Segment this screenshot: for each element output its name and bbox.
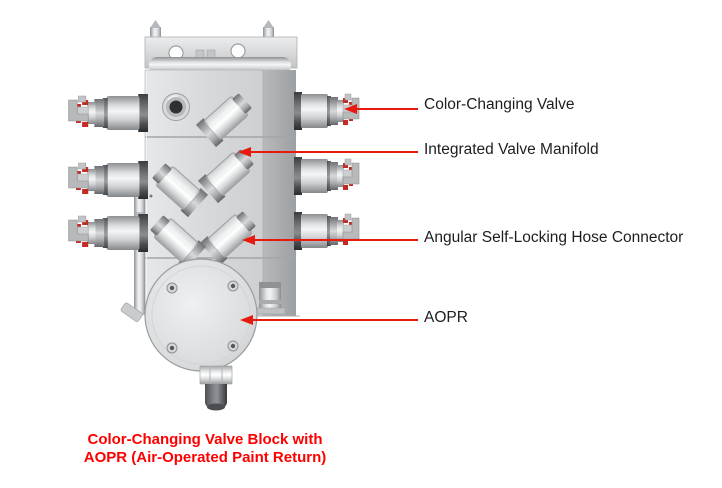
leader-line [253, 239, 418, 241]
annotation-label: Angular Self-Locking Hose Connector [424, 229, 684, 246]
mounting-bracket [144, 20, 298, 77]
annotation-label: Color-Changing Valve [424, 96, 575, 113]
annotation-label: AOPR [424, 309, 468, 326]
leader-line [355, 108, 418, 110]
leader-line [249, 151, 418, 153]
left-arrow-icon [240, 315, 253, 325]
leader-line [251, 319, 418, 321]
port-fitting [162, 93, 190, 121]
left-arrow-icon [242, 235, 255, 245]
caption-line-1: Color-Changing Valve Block with [87, 431, 323, 448]
caption-line-2: AOPR (Air-Operated Paint Return) [83, 449, 327, 466]
aopr-screws [166, 280, 239, 354]
left-arrow-icon [238, 147, 251, 157]
drain-nozzle [199, 365, 233, 411]
aopr-side-fitting [240, 282, 300, 317]
figure-caption: Color-Changing Valve Block with AOPR (Ai… [52, 431, 358, 467]
annotation-label: Integrated Valve Manifold [424, 141, 599, 158]
left-arrow-icon [344, 104, 357, 114]
return-tube [120, 187, 148, 322]
